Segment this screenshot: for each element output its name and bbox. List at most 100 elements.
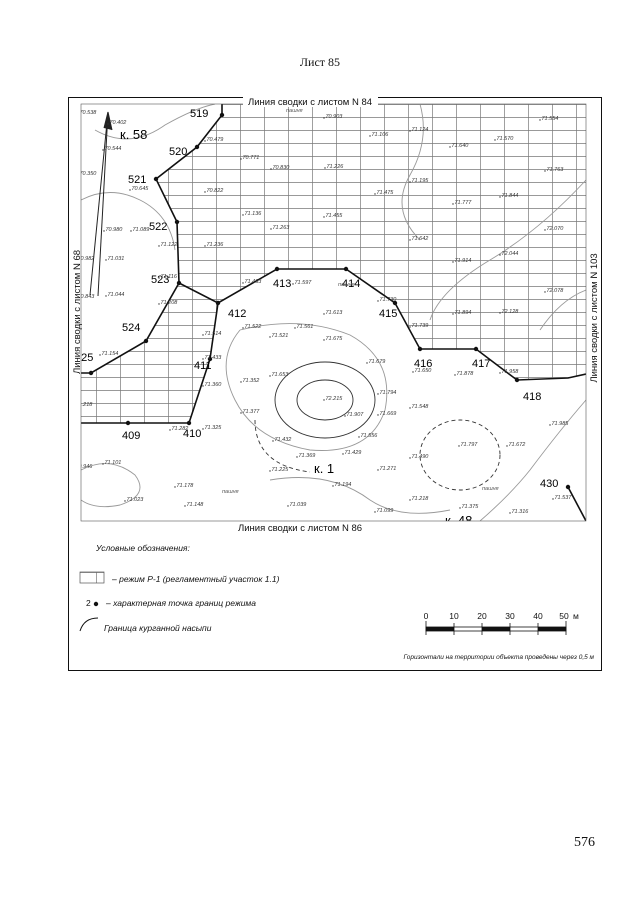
elevation-value: 71.194 bbox=[335, 482, 352, 488]
elevation-dot bbox=[292, 283, 294, 285]
elevation-dot bbox=[204, 191, 206, 193]
elevation-value: 70.402 bbox=[110, 120, 127, 126]
elevation-value: 71.985 bbox=[552, 421, 570, 427]
elevation-value: 71.537 bbox=[555, 495, 573, 501]
boundary-point-label: 519 bbox=[190, 108, 208, 120]
elevation-value: 70.771 bbox=[243, 155, 260, 161]
elevation-value: 71.432 bbox=[275, 437, 292, 443]
elevation-value: 71.375 bbox=[462, 504, 480, 510]
legend-item-mound: Граница курганной насыпи bbox=[104, 623, 212, 633]
elevation-value: 71.282 bbox=[172, 426, 189, 432]
elevation-dot bbox=[332, 485, 334, 487]
boundary-point-label: 522 bbox=[149, 221, 167, 233]
elevation-dot bbox=[158, 277, 160, 279]
elevation-dot bbox=[409, 407, 411, 409]
elevation-value: 71.907 bbox=[347, 412, 365, 418]
elevation-value: 71.475 bbox=[377, 190, 395, 196]
elevation-value: 71.958 bbox=[502, 369, 520, 375]
elevation-dot bbox=[202, 385, 204, 387]
elevation-dot bbox=[552, 498, 554, 500]
elevation-dot bbox=[242, 282, 244, 284]
elevation-dot bbox=[409, 130, 411, 132]
elevation-value: 70.538 bbox=[80, 110, 98, 116]
legend-title: Условные обозначения: bbox=[95, 543, 190, 553]
scale-tick: 50 bbox=[559, 611, 569, 621]
elevation-value: 71.514 bbox=[205, 331, 222, 337]
elevation-value: 71.548 bbox=[412, 404, 430, 410]
elevation-dot bbox=[158, 245, 160, 247]
elevation-dot bbox=[499, 254, 501, 256]
elevation-dot bbox=[344, 415, 346, 417]
elevation-dot bbox=[539, 119, 541, 121]
elevation-dot bbox=[269, 375, 271, 377]
regime-boundary-line-south bbox=[81, 302, 219, 424]
land-label: пашня bbox=[338, 282, 355, 288]
elevation-value: 72.070 bbox=[547, 226, 565, 232]
elevation-dot bbox=[499, 196, 501, 198]
legend-item-zone: – режим Р-1 (регламентный участок 1.1) bbox=[111, 574, 280, 584]
boundary-point-label: 525 bbox=[75, 352, 93, 364]
legend-hatch-swatch bbox=[79, 571, 105, 584]
elevation-value: 71.556 bbox=[361, 433, 379, 439]
contour-interval-note: Горизонтали на территории объекта провед… bbox=[404, 653, 595, 661]
elevation-value: 70.980 bbox=[106, 227, 124, 233]
boundary-point-marker bbox=[176, 280, 182, 286]
boundary-point-marker bbox=[125, 420, 131, 426]
elevation-dot bbox=[409, 326, 411, 328]
elevation-value: 71.739 bbox=[412, 323, 429, 329]
elevation-dot bbox=[499, 312, 501, 314]
boundary-point-marker bbox=[153, 176, 159, 182]
boundary-point-label: 413 bbox=[273, 278, 291, 290]
elevation-dot bbox=[377, 414, 379, 416]
elevation-dot bbox=[323, 399, 325, 401]
elevation-value: 71.122 bbox=[161, 242, 178, 248]
elevation-value: 71.640 bbox=[452, 143, 470, 149]
elevation-value: 70.903 bbox=[326, 114, 344, 120]
elevation-dot bbox=[269, 336, 271, 338]
elevation-dot bbox=[544, 229, 546, 231]
elevation-value: 70.544 bbox=[105, 146, 122, 152]
elevation-value: 71.099 bbox=[377, 508, 394, 514]
elevation-value: 70.822 bbox=[207, 188, 224, 194]
elevation-dot bbox=[374, 511, 376, 513]
boundary-point-label: 521 bbox=[128, 174, 146, 186]
elevation-value: 71.316 bbox=[512, 509, 530, 515]
elevation-dot bbox=[158, 303, 160, 305]
mound-boundaries bbox=[254, 361, 501, 491]
mound-label-k1: к. 1 bbox=[314, 461, 334, 476]
elevation-dot bbox=[409, 457, 411, 459]
elevation-dot bbox=[544, 291, 546, 293]
elevation-value: 71.561 bbox=[297, 324, 314, 330]
elevation-dot bbox=[358, 436, 360, 438]
elevation-dot bbox=[202, 334, 204, 336]
elevation-dot bbox=[324, 167, 326, 169]
legend-item-point: – характерная точка границ режима bbox=[105, 598, 256, 608]
elevation-dot bbox=[130, 230, 132, 232]
land-label: пашня bbox=[482, 486, 499, 492]
elevation-value: 71.763 bbox=[547, 167, 565, 173]
elevation-dot bbox=[129, 189, 131, 191]
boundary-point-marker bbox=[417, 346, 423, 352]
elevation-value: 71.148 bbox=[187, 502, 205, 508]
elevation-dot bbox=[499, 372, 501, 374]
elevation-value: 71.360 bbox=[205, 382, 223, 388]
boundary-point-label: 415 bbox=[379, 308, 397, 320]
scale-bar: 0 10 20 30 40 50 м bbox=[424, 611, 579, 635]
boundary-point-label: 520 bbox=[169, 146, 187, 158]
elevation-value: 71.679 bbox=[369, 359, 386, 365]
elevation-value: 71.914 bbox=[455, 258, 472, 264]
elevation-dot bbox=[242, 214, 244, 216]
elevation-dot bbox=[452, 313, 454, 315]
elevation-dot bbox=[272, 440, 274, 442]
elevation-dot bbox=[296, 456, 298, 458]
elevation-dot bbox=[169, 429, 171, 431]
elevation-dot bbox=[287, 505, 289, 507]
regime-boundary-line-east bbox=[178, 268, 586, 381]
elevation-value: 71.642 bbox=[412, 236, 429, 242]
mound-label-k48: к. 48 bbox=[445, 513, 472, 528]
boundary-point-label: 430 bbox=[540, 478, 558, 490]
elevation-dot bbox=[452, 261, 454, 263]
elevation-value: 70.830 bbox=[273, 165, 291, 171]
elevation-dot bbox=[107, 123, 109, 125]
